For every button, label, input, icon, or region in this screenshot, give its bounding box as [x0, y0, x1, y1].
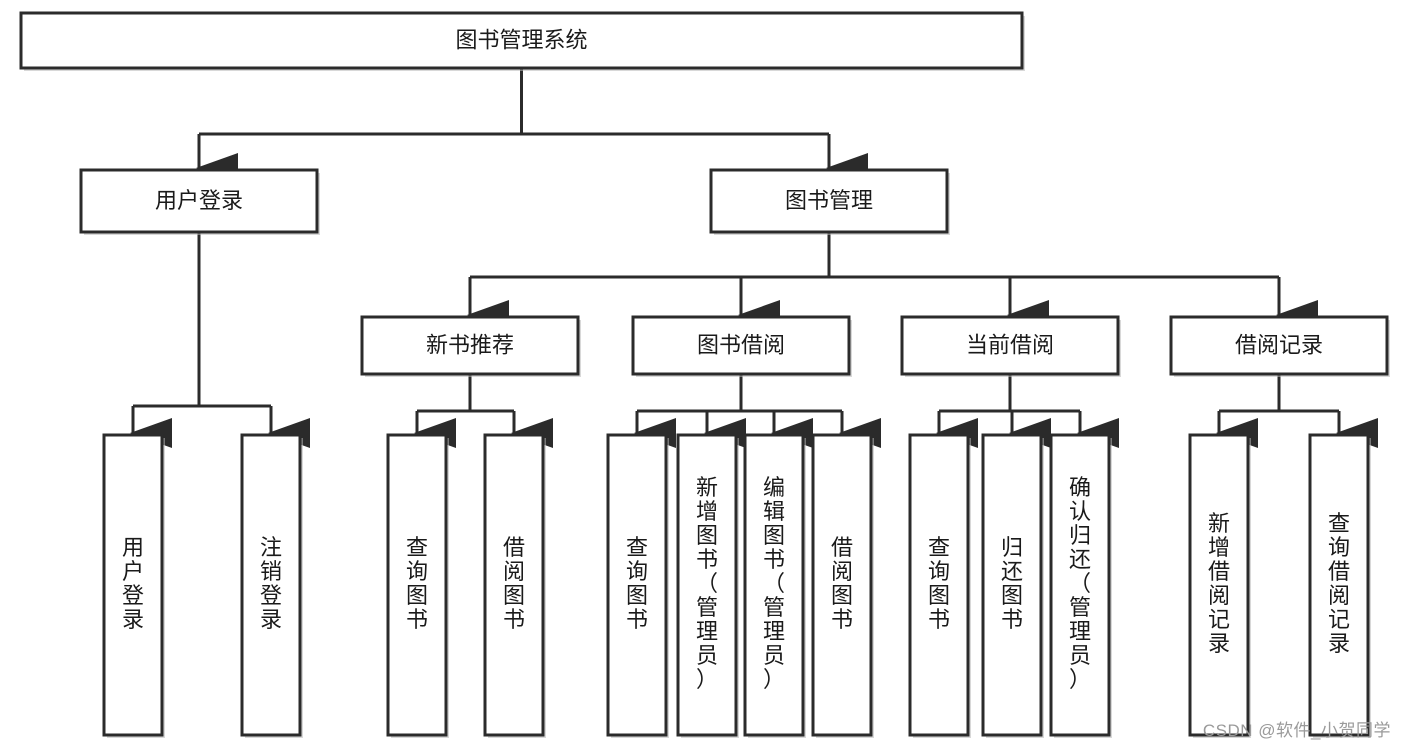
node-leaf-add-book[interactable]: 新增图书（管理员）: [676, 433, 739, 738]
node-label: 注销登录: [260, 535, 282, 632]
node-root[interactable]: 图书管理系统: [19, 11, 1025, 71]
node-new-book-recommend[interactable]: 新书推荐: [360, 315, 581, 377]
node-leaf-query-record[interactable]: 查询借阅记录: [1308, 433, 1371, 738]
node-label: 用户登录: [122, 535, 144, 632]
watermark-text: CSDN @软件_小贺同学: [1202, 721, 1391, 740]
node-leaf-logout-login[interactable]: 注销登录: [240, 433, 303, 738]
node-leaf-confirm-return[interactable]: 确认归还（管理员）: [1049, 433, 1112, 738]
node-label: 借阅图书: [503, 535, 525, 632]
node-label: 新书推荐: [426, 332, 514, 357]
node-leaf-borrow-book-1[interactable]: 借阅图书: [483, 433, 546, 738]
node-label: 图书管理系统: [455, 27, 587, 52]
node-label: 查询借阅记录: [1328, 511, 1350, 656]
node-label: 新增借阅记录: [1208, 511, 1230, 656]
node-leaf-user-login[interactable]: 用户登录: [102, 433, 165, 738]
node-leaf-edit-book[interactable]: 编辑图书（管理员）: [743, 433, 806, 738]
node-label: 查询图书: [626, 535, 648, 632]
node-label: 查询图书: [928, 535, 950, 632]
node-book-manage[interactable]: 图书管理: [709, 168, 950, 235]
node-borrow-record[interactable]: 借阅记录: [1169, 315, 1390, 377]
node-label: 当前借阅: [966, 332, 1054, 357]
node-book-borrow[interactable]: 图书借阅: [631, 315, 852, 377]
node-label: 借阅图书: [831, 535, 853, 632]
node-leaf-return-book[interactable]: 归还图书: [981, 433, 1044, 738]
node-leaf-query-book-2[interactable]: 查询图书: [606, 433, 669, 738]
node-leaf-add-record[interactable]: 新增借阅记录: [1188, 433, 1251, 738]
node-leaf-query-book-3[interactable]: 查询图书: [908, 433, 971, 738]
node-label: 借阅记录: [1235, 332, 1323, 357]
node-label: 新增图书（管理员）: [696, 475, 718, 692]
node-label: 编辑图书（管理员）: [763, 475, 785, 692]
node-label: 查询图书: [406, 535, 428, 632]
node-current-borrow[interactable]: 当前借阅: [900, 315, 1121, 377]
node-leaf-query-book-1[interactable]: 查询图书: [386, 433, 449, 738]
node-user-login[interactable]: 用户登录: [79, 168, 320, 235]
node-label: 确认归还（管理员）: [1069, 475, 1091, 692]
node-label: 用户登录: [155, 188, 243, 213]
edges-layer: [130, 68, 1378, 448]
node-leaf-borrow-book-2[interactable]: 借阅图书: [811, 433, 874, 738]
nodes-layer: 图书管理系统用户登录图书管理新书推荐图书借阅当前借阅借阅记录用户登录注销登录查询…: [19, 11, 1390, 738]
node-label: 图书借阅: [697, 332, 785, 357]
node-label: 图书管理: [785, 188, 873, 213]
node-label: 归还图书: [1001, 535, 1023, 632]
